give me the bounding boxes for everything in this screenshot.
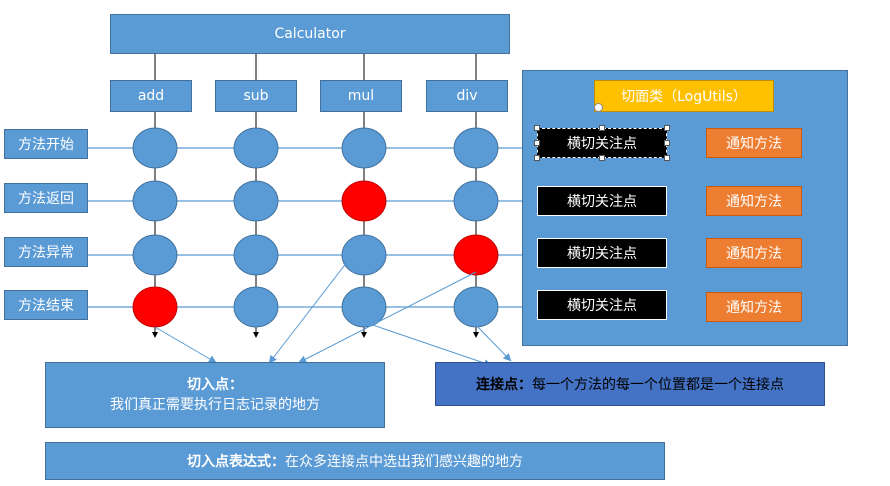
joinpoint-node bbox=[341, 286, 387, 328]
method-label: mul bbox=[347, 88, 375, 104]
joinpoint-node bbox=[132, 234, 178, 276]
advice-box-4: 通知方法 bbox=[706, 292, 802, 322]
selection-handle[interactable] bbox=[664, 125, 670, 131]
joinpoint-node bbox=[453, 286, 499, 328]
method-label: add bbox=[137, 88, 165, 104]
joinpoint-arrow bbox=[363, 321, 492, 367]
pointcut-heading: 切入点： bbox=[187, 377, 243, 393]
joinpoint-node bbox=[132, 180, 178, 222]
pointcut-arrow bbox=[268, 239, 365, 364]
selection-handle[interactable] bbox=[534, 155, 540, 161]
joinpoint-node bbox=[453, 127, 499, 169]
method-box-sub: sub bbox=[215, 80, 297, 112]
joinpoint-arrow bbox=[475, 324, 512, 362]
selection-handle[interactable] bbox=[534, 140, 540, 146]
advice-box-1: 通知方法 bbox=[706, 128, 802, 158]
selection-handle[interactable] bbox=[664, 155, 670, 161]
advice-label: 通知方法 bbox=[726, 300, 782, 316]
row-label-method-start: 方法开始 bbox=[4, 129, 88, 159]
row-label-text: 方法返回 bbox=[18, 191, 74, 207]
row-label-method-exception: 方法异常 bbox=[4, 237, 88, 267]
joinpoint-body: 每一个方法的每一个位置都是一个连接点 bbox=[532, 377, 784, 393]
method-label: div bbox=[456, 88, 478, 104]
selection-handle[interactable] bbox=[664, 140, 670, 146]
joinpoint-node bbox=[233, 234, 279, 276]
joinpoint-node-selected bbox=[341, 180, 387, 222]
pointcut-arrow bbox=[298, 271, 477, 363]
pointcut-box-2: 横切关注点 bbox=[537, 186, 667, 216]
advice-label: 通知方法 bbox=[726, 246, 782, 262]
advice-box-2: 通知方法 bbox=[706, 186, 802, 216]
selection-handle[interactable] bbox=[599, 125, 605, 131]
rotate-handle[interactable] bbox=[594, 103, 603, 112]
pointcut-box-1[interactable]: 横切关注点 bbox=[537, 128, 667, 158]
joinpoint-node-selected bbox=[453, 234, 499, 276]
row-label-method-return: 方法返回 bbox=[4, 183, 88, 213]
advice-label: 通知方法 bbox=[726, 194, 782, 210]
joinpoint-node-selected bbox=[132, 286, 178, 328]
method-box-add: add bbox=[110, 80, 192, 112]
pointcut-label: 横切关注点 bbox=[567, 246, 637, 262]
method-label: sub bbox=[243, 88, 269, 104]
method-box-div: div bbox=[426, 80, 508, 112]
advice-label: 通知方法 bbox=[726, 136, 782, 152]
joinpoint-node bbox=[132, 127, 178, 169]
aspect-class-title-text: 切面类（LogUtils） bbox=[621, 89, 747, 105]
expression-heading: 切入点表达式： bbox=[187, 454, 285, 470]
calculator-title-box: Calculator bbox=[110, 14, 510, 54]
row-label-method-end: 方法结束 bbox=[4, 290, 88, 320]
row-label-text: 方法结束 bbox=[18, 298, 74, 314]
joinpoint-node bbox=[233, 286, 279, 328]
method-box-mul: mul bbox=[320, 80, 402, 112]
joinpoint-node bbox=[233, 127, 279, 169]
joinpoint-node bbox=[233, 180, 279, 222]
joinpoint-description-box: 连接点：每一个方法的每一个位置都是一个连接点 bbox=[435, 362, 825, 406]
selection-handle[interactable] bbox=[599, 155, 605, 161]
joinpoint-node bbox=[341, 234, 387, 276]
pointcut-description-box: 切入点： 我们真正需要执行日志记录的地方 bbox=[45, 362, 385, 428]
pointcut-label: 横切关注点 bbox=[567, 298, 637, 314]
calculator-title: Calculator bbox=[274, 26, 346, 42]
expression-body: 在众多连接点中选出我们感兴趣的地方 bbox=[285, 454, 523, 470]
aspect-class-title: 切面类（LogUtils） bbox=[594, 80, 774, 112]
joinpoint-node bbox=[341, 127, 387, 169]
joinpoint-heading: 连接点： bbox=[476, 377, 532, 393]
advice-box-3: 通知方法 bbox=[706, 238, 802, 268]
selection-handle[interactable] bbox=[534, 125, 540, 131]
row-label-text: 方法异常 bbox=[18, 245, 74, 261]
row-label-text: 方法开始 bbox=[18, 137, 74, 153]
pointcut-expression-box: 切入点表达式：在众多连接点中选出我们感兴趣的地方 bbox=[45, 442, 665, 480]
pointcut-box-3: 横切关注点 bbox=[537, 238, 667, 268]
pointcut-label: 横切关注点 bbox=[567, 136, 637, 152]
joinpoint-node bbox=[453, 180, 499, 222]
pointcut-box-4: 横切关注点 bbox=[537, 290, 667, 320]
pointcut-label: 横切关注点 bbox=[567, 194, 637, 210]
pointcut-arrow bbox=[154, 326, 217, 364]
pointcut-body: 我们真正需要执行日志记录的地方 bbox=[110, 397, 320, 413]
